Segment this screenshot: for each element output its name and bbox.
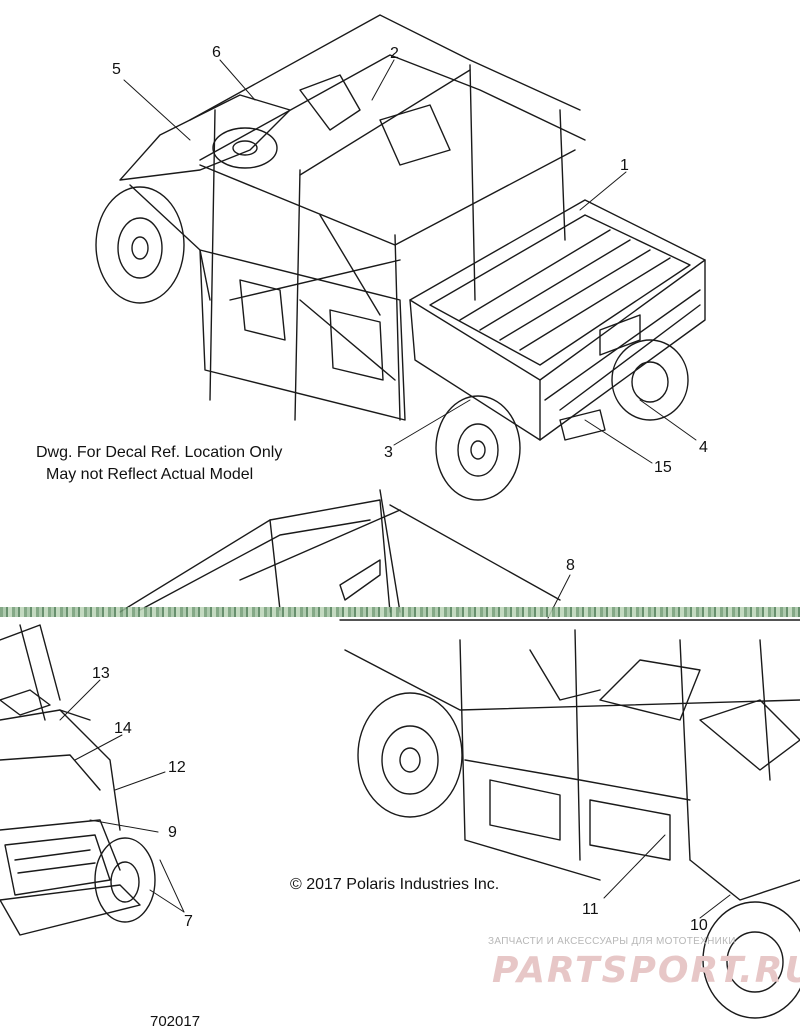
callout-2: 2 <box>390 45 399 62</box>
middle-vehicle <box>119 489 800 1019</box>
callout-1: 1 <box>620 157 629 174</box>
callout-11: 11 <box>582 901 599 918</box>
front-vehicle <box>0 624 156 936</box>
callout-14: 14 <box>114 720 132 737</box>
callout-3: 3 <box>384 444 393 461</box>
callout-5: 5 <box>112 61 121 78</box>
watermark-subtitle: ЗАПЧАСТИ И АКСЕССУАРЫ ДЛЯ МОТОТЕХНИКИ <box>488 936 736 947</box>
watermark: ЗАПЧАСТИ И АКСЕССУАРЫ ДЛЯ МОТОТЕХНИКИ PA… <box>488 936 800 1016</box>
callout-7: 7 <box>184 913 193 930</box>
callout-12: 12 <box>168 759 186 776</box>
callout-4: 4 <box>699 439 708 456</box>
callout-9: 9 <box>168 824 177 841</box>
scan-artifact-band <box>0 607 800 617</box>
callout-8: 8 <box>566 557 575 574</box>
callout-15: 15 <box>654 459 672 476</box>
reference-note-line1: Dwg. For Decal Ref. Location Only <box>36 444 283 461</box>
reference-note-line2: May not Reflect Actual Model <box>46 466 254 483</box>
callout-6: 6 <box>212 44 221 61</box>
drawing-number: 702017 <box>150 1013 201 1030</box>
callout-13: 13 <box>92 665 110 682</box>
copyright-text: © 2017 Polaris Industries Inc. <box>290 876 500 893</box>
watermark-logo: PARTSPORT.RU <box>492 950 800 991</box>
callout-10: 10 <box>690 917 708 934</box>
top-vehicle <box>95 14 706 501</box>
